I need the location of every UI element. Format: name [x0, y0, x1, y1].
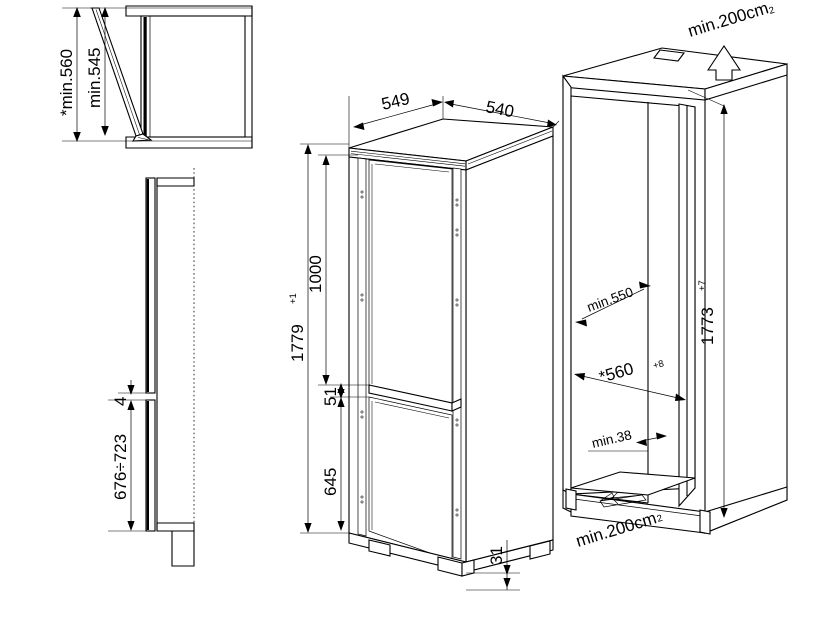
- dimension-label-gap4: 4: [111, 397, 130, 406]
- cabinet-niche-right-wall: [678, 103, 696, 508]
- dimension-676-723: 676÷723: [111, 400, 135, 531]
- vent-top-sup: 2: [768, 5, 776, 17]
- dimension-label-676-723: 676÷723: [111, 434, 130, 500]
- dimension-label-min545: min.545: [85, 48, 104, 108]
- dimension-label-51: 51: [321, 387, 340, 406]
- view-cabinet-niche-isometric: min.200cm 2 min.200cm 2 min.550 *560 +8: [562, 0, 788, 551]
- dimension-51: 51: [321, 383, 345, 406]
- dimension-label-1000: 1000: [306, 255, 325, 293]
- dimension-label-1773: 1773: [698, 307, 717, 345]
- appliance-door-mullion: [368, 384, 462, 412]
- dimension-1773: 1773 +7: [687, 89, 728, 518]
- dimension-label-1779: 1779: [288, 324, 307, 362]
- dimension-label-31: 31: [487, 546, 506, 565]
- cabinet-right-side-face: [704, 63, 788, 534]
- side-upper-door-panel: [145, 177, 156, 394]
- view-door-swing-detail: *min.560 min.545: [57, 5, 253, 149]
- dimension-min560: *min.560: [57, 7, 81, 142]
- dimension-1779: 1779 +1: [288, 144, 312, 533]
- dimension-sup-1773: +7: [697, 280, 708, 291]
- view-side-elevation: 4 676÷723: [108, 168, 195, 567]
- dimension-gap-4: 4: [111, 380, 135, 406]
- bottom-airflow-arrow: [599, 491, 647, 508]
- dimension-label-645: 645: [321, 468, 340, 496]
- cabinet-left-outer-face: [562, 74, 572, 495]
- view-appliance-isometric: 549 540 1779 +1 1000: [288, 89, 560, 591]
- appliance-front-face: [348, 156, 467, 563]
- dimension-sup-560: +8: [652, 358, 665, 372]
- appliance-right-side-face: [465, 135, 554, 563]
- dimension-label-min560: *min.560: [57, 49, 76, 116]
- cabinet-bottom-plinth: [562, 486, 788, 535]
- dimension-min545: min.545: [85, 7, 109, 136]
- dimension-1000: 1000: [306, 155, 330, 385]
- appliance-right-hinge-strip: [452, 167, 462, 560]
- side-plinth-block: [171, 530, 195, 567]
- dimension-31: 31: [466, 540, 520, 591]
- ext-1773-top-leader: [687, 89, 725, 107]
- vent-bottom-sup: 2: [656, 513, 664, 525]
- top-ventilation-arrow: [706, 45, 742, 81]
- inner-door-panel-closed: [140, 15, 246, 138]
- appliance-feet-group: [348, 532, 554, 577]
- dimension-645: 645: [321, 397, 345, 531]
- appliance-left-hinge-strip: [357, 157, 367, 537]
- side-lower-door-panel: [145, 399, 156, 532]
- ext-540-right: [552, 120, 560, 128]
- dimension-sup-1779: +1: [288, 293, 299, 304]
